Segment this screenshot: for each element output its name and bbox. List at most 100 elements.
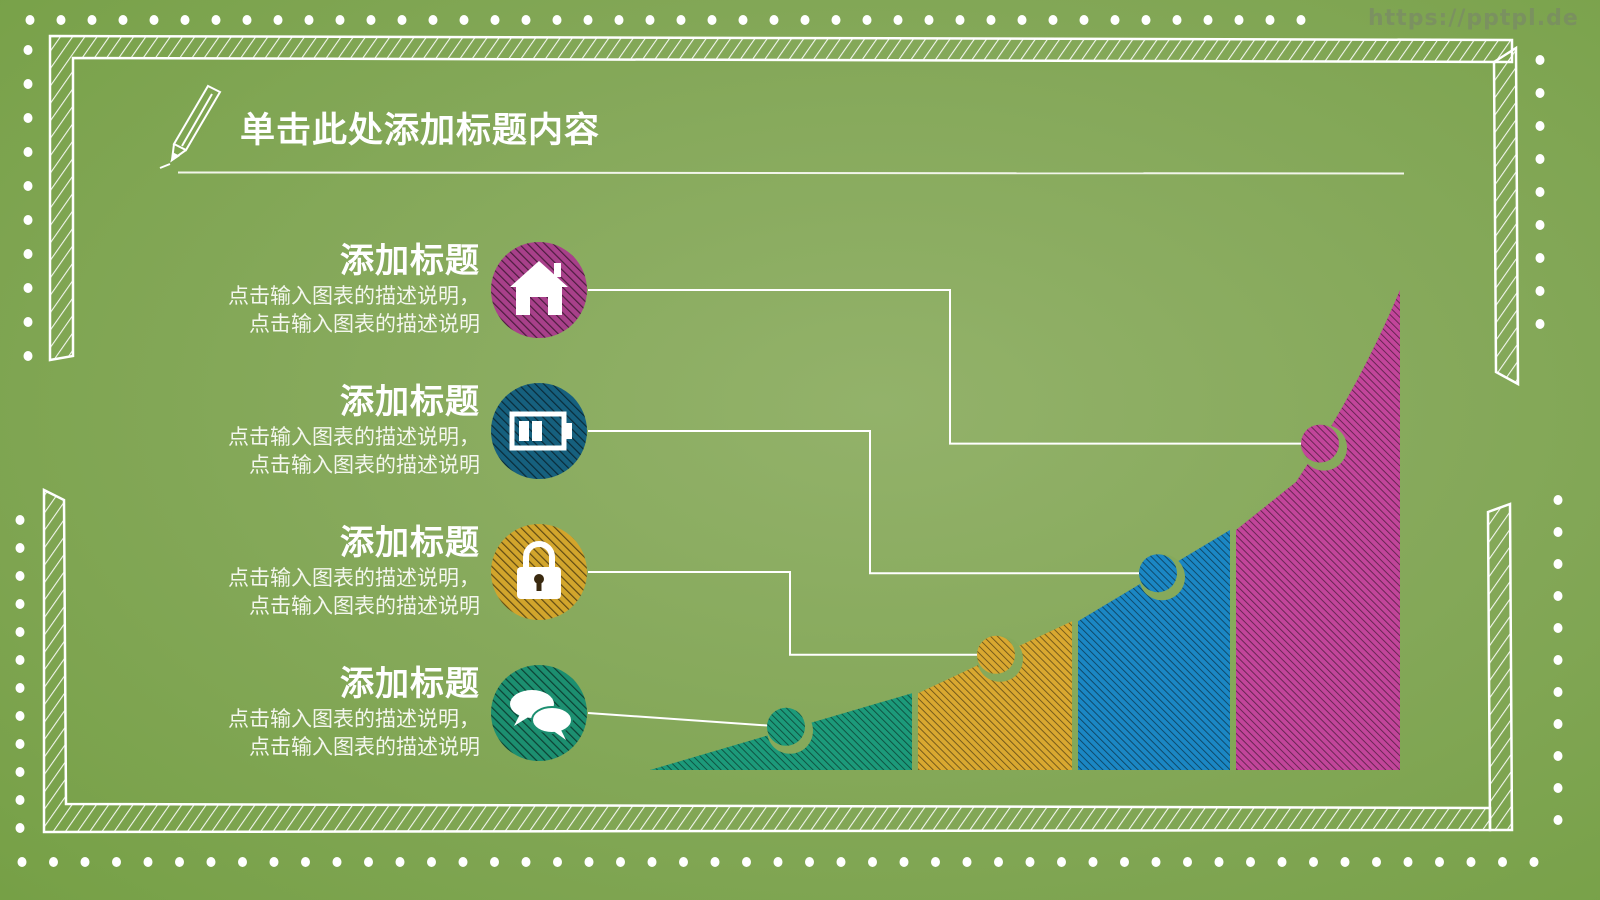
chart-segment-texture — [1236, 290, 1400, 770]
border-dot — [1214, 857, 1224, 867]
border-dot — [15, 739, 25, 749]
border-dot — [1553, 687, 1563, 697]
border-dot — [395, 857, 405, 867]
connector-line-3 — [588, 571, 996, 656]
lock-icon-badge[interactable] — [490, 523, 588, 621]
border-dot — [23, 79, 33, 89]
battery-icon-badge[interactable] — [490, 382, 588, 480]
border-dot — [773, 857, 783, 867]
border-dot — [1498, 857, 1507, 867]
border-dot — [1296, 15, 1306, 25]
border-dot — [1277, 857, 1287, 867]
border-dot — [332, 857, 342, 867]
border-dot — [931, 857, 940, 867]
border-dot — [180, 15, 190, 25]
border-dot — [986, 15, 996, 25]
border-dot — [304, 15, 314, 25]
house-icon — [491, 242, 587, 338]
border-dot — [1535, 220, 1545, 230]
border-dot — [1529, 857, 1539, 867]
border-dot — [364, 857, 373, 867]
battery-icon — [491, 383, 587, 479]
border-dot — [87, 15, 97, 25]
item-desc-line1[interactable]: 点击输入图表的描述说明， — [228, 284, 480, 308]
connector-line-4 — [587, 712, 787, 728]
border-dot — [1466, 857, 1476, 867]
border-dot — [112, 857, 121, 867]
border-dot — [1057, 857, 1066, 867]
border-dot — [238, 857, 247, 867]
house-icon-badge[interactable] — [490, 241, 588, 339]
border-dot — [994, 857, 1003, 867]
border-dot — [1203, 15, 1213, 25]
slide-title[interactable]: 单击此处添加标题内容 — [240, 111, 601, 151]
item-desc-line2[interactable]: 点击输入图表的描述说明 — [249, 312, 480, 336]
item-desc-line1[interactable]: 点击输入图表的描述说明， — [228, 707, 480, 731]
border-dot — [1372, 857, 1381, 867]
border-dot — [1535, 253, 1545, 263]
border-dot — [1535, 121, 1545, 131]
border-dot — [614, 15, 624, 25]
border-dot — [397, 15, 407, 25]
border-dot — [23, 317, 33, 327]
border-dot — [458, 857, 468, 867]
item-title[interactable]: 添加标题 — [340, 523, 480, 563]
border-dot — [800, 15, 810, 25]
border-dot — [175, 857, 184, 867]
border-dot — [1172, 15, 1182, 25]
border-dot — [1309, 857, 1318, 867]
connector-line-1 — [588, 289, 1320, 445]
border-dot — [206, 857, 216, 867]
border-dot — [1553, 591, 1563, 601]
border-dot — [1535, 187, 1545, 197]
border-dot — [15, 683, 25, 693]
item-desc-line1[interactable]: 点击输入图表的描述说明， — [228, 425, 480, 449]
item-desc-line2[interactable]: 点击输入图表的描述说明 — [249, 594, 480, 618]
border-dot — [899, 857, 909, 867]
item-title[interactable]: 添加标题 — [340, 664, 480, 704]
border-dot — [1535, 154, 1545, 164]
border-dot — [490, 15, 500, 25]
border-dot — [645, 15, 655, 25]
border-dot — [49, 857, 58, 867]
border-dot — [647, 857, 657, 867]
border-dot — [15, 627, 25, 637]
border-dot — [1535, 286, 1545, 296]
item-desc-line2[interactable]: 点击输入图表的描述说明 — [249, 735, 480, 759]
item-1: 添加标题 点击输入图表的描述说明， 点击输入图表的描述说明 — [228, 240, 480, 338]
border-dot — [924, 15, 934, 25]
border-dot — [459, 15, 469, 25]
border-dot — [15, 767, 25, 777]
chat-bubbles-icon-badge[interactable] — [490, 664, 588, 762]
border-dot — [335, 15, 345, 25]
chart-marker-texture — [1301, 424, 1339, 463]
border-dot — [1088, 857, 1098, 867]
border-dot — [676, 15, 686, 25]
item-title[interactable]: 添加标题 — [340, 382, 480, 422]
chart-segment-texture — [1078, 530, 1230, 770]
border-dot — [1025, 857, 1035, 867]
border-dot — [1553, 751, 1563, 761]
border-dot — [1017, 15, 1027, 25]
border-dot — [521, 857, 531, 867]
border-dot — [769, 15, 779, 25]
border-dot — [1403, 857, 1413, 867]
item-title[interactable]: 添加标题 — [340, 241, 480, 281]
border-dot — [1553, 495, 1563, 505]
border-dot — [149, 15, 159, 25]
border-dot — [23, 215, 33, 225]
border-dot — [710, 857, 720, 867]
border-dot — [679, 857, 688, 867]
border-dot — [1151, 857, 1161, 867]
border-dot — [15, 655, 25, 665]
border-dot — [23, 147, 33, 157]
border-dot — [1435, 857, 1444, 867]
border-dot — [738, 15, 748, 25]
border-dot — [118, 15, 128, 25]
item-desc-line1[interactable]: 点击输入图表的描述说明， — [228, 566, 480, 590]
border-dot — [893, 15, 903, 25]
border-dot — [1234, 15, 1244, 25]
border-dot — [583, 15, 593, 25]
item-desc-line2[interactable]: 点击输入图表的描述说明 — [249, 453, 480, 477]
border-dot — [1141, 15, 1151, 25]
